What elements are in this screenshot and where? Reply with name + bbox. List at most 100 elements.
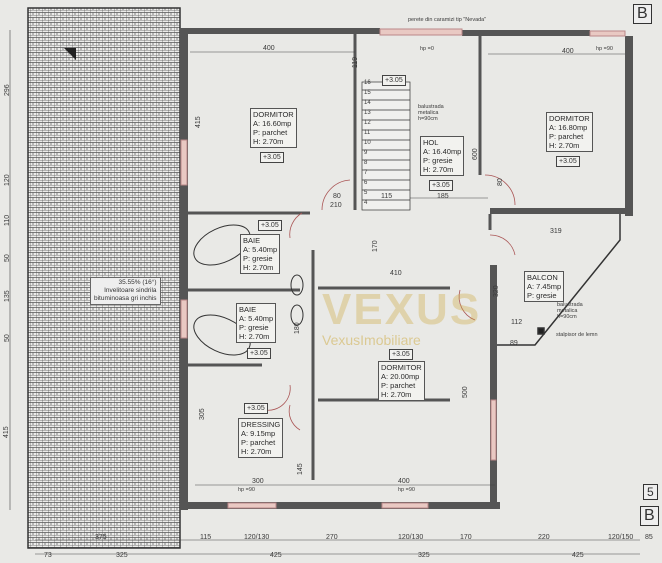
step-number: 7 bbox=[364, 170, 368, 176]
roof-ridge-marker-icon bbox=[64, 48, 76, 60]
step-number: 15 bbox=[364, 90, 371, 96]
roof-note: 35.55% (16°) Invelitoare sindrila bitumi… bbox=[90, 277, 161, 305]
dimension-label: 170 bbox=[460, 534, 472, 541]
top-wall-note: perete din caramizi tip "Nevada" bbox=[408, 17, 487, 23]
hp-note: hp =0 bbox=[420, 46, 434, 52]
room-name: BAIE bbox=[239, 305, 257, 314]
room-area: A: 16.60mp bbox=[253, 119, 292, 128]
dimension-label: 220 bbox=[538, 534, 550, 541]
room-height: H: 2.70m bbox=[241, 447, 272, 456]
dimension-label: 400 bbox=[263, 45, 275, 52]
room-area: A: 16.80mp bbox=[549, 123, 588, 132]
door-swings bbox=[264, 174, 516, 431]
hp-note: hp =90 bbox=[398, 487, 415, 493]
note-line: balustrada bbox=[557, 302, 583, 308]
level-tag: +3.05 bbox=[556, 156, 580, 167]
dimension-label: 73 bbox=[44, 552, 52, 559]
room-height: H: 2.70m bbox=[381, 390, 412, 399]
hp-note: hp =90 bbox=[596, 46, 613, 52]
room-name: BAIE bbox=[243, 236, 261, 245]
dimension-label: 50 bbox=[4, 254, 11, 262]
interior-walls bbox=[188, 34, 492, 480]
step-number: 13 bbox=[364, 110, 371, 116]
level-tag: +3.05 bbox=[389, 349, 413, 360]
step-number: 14 bbox=[364, 100, 371, 106]
dimension-label: 325 bbox=[418, 552, 430, 559]
dimension-label: 185 bbox=[437, 193, 449, 200]
dimension-label: 170 bbox=[372, 240, 379, 252]
room-floor: P: parchet bbox=[253, 128, 288, 137]
room-floor: P: parchet bbox=[241, 438, 276, 447]
level-tag: +3.05 bbox=[244, 403, 268, 414]
room-floor: P: gresie bbox=[423, 156, 453, 165]
dimension-label: 319 bbox=[550, 228, 562, 235]
roof-slope: 35.55% (16°) bbox=[118, 279, 157, 286]
room-height: H: 2.70m bbox=[239, 332, 270, 341]
room-name: DRESSING bbox=[241, 420, 281, 429]
dimension-label: 400 bbox=[398, 478, 410, 485]
room-area: A: 20.00mp bbox=[381, 372, 420, 381]
dimension-label: 180 bbox=[294, 322, 301, 334]
dimension-label: 115 bbox=[200, 534, 212, 541]
step-number: 16 bbox=[364, 80, 371, 86]
dimension-label: 120 bbox=[4, 174, 11, 186]
room-floor: P: gresie bbox=[527, 291, 557, 300]
dimension-label: 425 bbox=[572, 552, 584, 559]
stairs bbox=[361, 81, 411, 211]
dimension-label: 415 bbox=[3, 426, 10, 438]
note-line: metalica bbox=[418, 110, 439, 116]
wood-post-note: stalpisor de lemn bbox=[556, 332, 598, 338]
room-height: H: 2.70m bbox=[243, 263, 274, 272]
room-name: DORMITOR bbox=[381, 363, 422, 372]
room-name: BALCON bbox=[527, 273, 558, 282]
step-number: 4 bbox=[364, 200, 368, 206]
dimension-label: 300 bbox=[252, 478, 264, 485]
dimension-label: 50 bbox=[4, 334, 11, 342]
dimension-label: 120/130 bbox=[244, 534, 270, 541]
roof-material-color: bituminoasa gri inchis bbox=[94, 295, 157, 302]
note-line: balustrada bbox=[418, 104, 444, 110]
exterior-walls bbox=[180, 28, 633, 510]
dimension-label: 115 bbox=[381, 193, 393, 200]
dimension-label: 135 bbox=[4, 290, 11, 302]
balcony-railing bbox=[497, 214, 621, 346]
room-floor: P: gresie bbox=[239, 323, 269, 332]
level-tag: +3.05 bbox=[247, 348, 271, 359]
room-area: A: 5.40mp bbox=[239, 314, 274, 323]
dimension-lines bbox=[9, 30, 640, 555]
dimension-label: 85 bbox=[645, 534, 653, 541]
room-floor: P: parchet bbox=[381, 381, 416, 390]
dimension-label: 325 bbox=[116, 552, 128, 559]
dimension-label: 415 bbox=[195, 116, 202, 128]
room-area: A: 9.15mp bbox=[241, 429, 276, 438]
hp-note: hp =90 bbox=[238, 487, 255, 493]
level-tag: +3.05 bbox=[382, 75, 406, 86]
axis-marker: 5 bbox=[643, 484, 658, 500]
room-name: DORMITOR bbox=[549, 114, 590, 123]
room-area: A: 7.45mp bbox=[527, 282, 562, 291]
level-tag: +3.05 bbox=[429, 180, 453, 191]
step-number: 12 bbox=[364, 120, 371, 126]
axis-marker: B bbox=[633, 4, 652, 24]
room-height: H: 2.70m bbox=[423, 165, 454, 174]
note-line: metalica bbox=[557, 308, 578, 314]
dimension-label: 400 bbox=[562, 48, 574, 55]
dimension-label: 296 bbox=[4, 84, 11, 96]
level-tag: +3.05 bbox=[258, 220, 282, 231]
room-floor: P: parchet bbox=[549, 132, 584, 141]
dimension-label: 410 bbox=[390, 270, 402, 277]
step-number: 10 bbox=[364, 140, 371, 146]
watermark-text: VexusImobiliare bbox=[322, 332, 421, 348]
axis-marker: B bbox=[640, 506, 659, 526]
room-name: HOL bbox=[423, 138, 439, 147]
roof-material: Invelitoare sindrila bbox=[104, 287, 157, 294]
step-number: 9 bbox=[364, 150, 368, 156]
bathtubs bbox=[193, 224, 304, 356]
watermark-logo: VEXUS bbox=[322, 285, 482, 334]
